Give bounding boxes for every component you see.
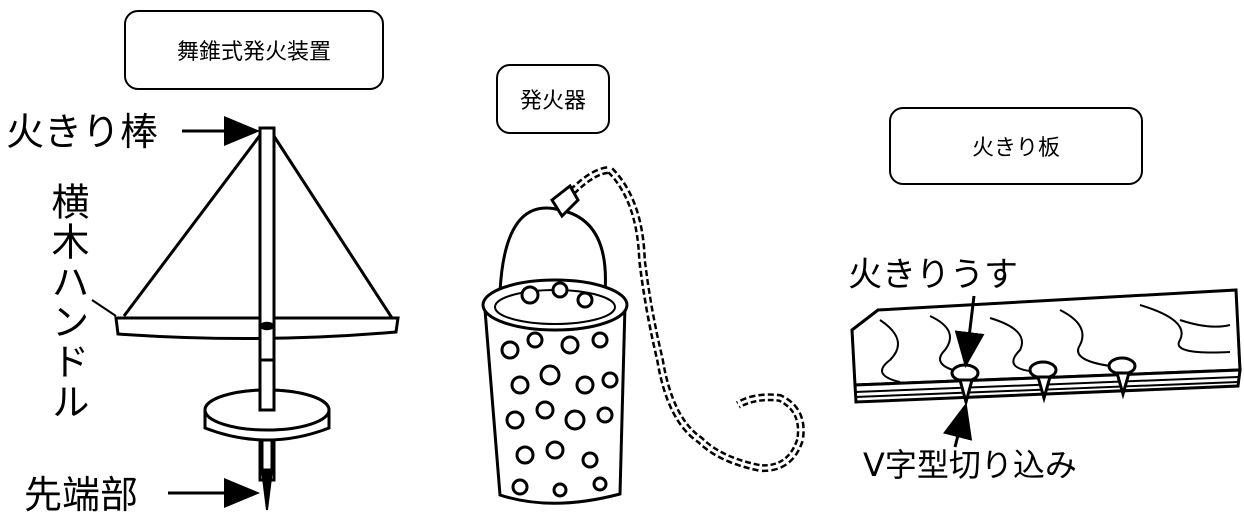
title-box-igniter: 発火器 bbox=[496, 64, 610, 134]
label-crossbar-handle: 横木ハンドル bbox=[45, 182, 89, 422]
bow-drill-illustration bbox=[114, 126, 400, 511]
arrow-v-notch bbox=[943, 402, 973, 448]
label-fire-socket: 火きりうす bbox=[848, 255, 1018, 295]
title-fire-board: 火きり板 bbox=[971, 136, 1060, 161]
arrow-fire-socket bbox=[954, 295, 985, 368]
title-drill-device: 舞錐式発火装置 bbox=[176, 40, 331, 65]
label-tip: 先端部 bbox=[24, 473, 139, 517]
label-v-notch: V字型切り込み bbox=[863, 446, 1077, 484]
bucket-holes bbox=[500, 281, 619, 498]
title-igniter: 発火器 bbox=[519, 89, 586, 114]
arrow-crossbar bbox=[91, 299, 117, 317]
title-box-drill-device: 舞錐式発火装置 bbox=[124, 10, 384, 90]
label-fire-stick: 火きり棒 bbox=[6, 110, 159, 154]
title-box-fire-board: 火きり板 bbox=[889, 107, 1143, 185]
fire-board-illustration bbox=[850, 288, 1242, 408]
